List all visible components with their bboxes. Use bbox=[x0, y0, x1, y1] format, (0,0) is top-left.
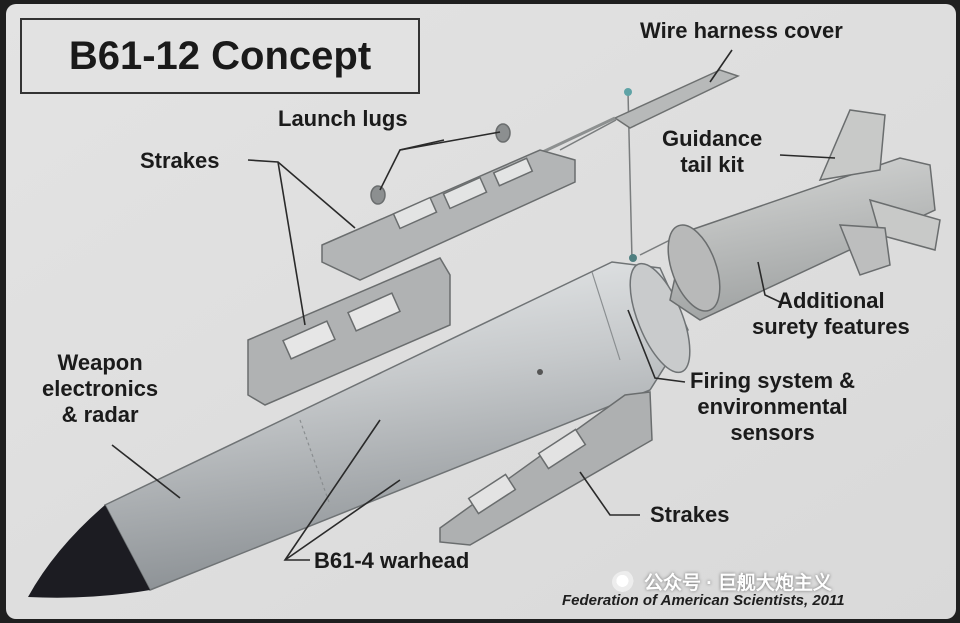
label-wire-harness-cover: Wire harness cover bbox=[640, 18, 843, 43]
wechat-icon bbox=[612, 570, 638, 593]
label-weapon-line-3: & radar bbox=[61, 402, 139, 427]
label-strakes-bottom: Strakes bbox=[650, 502, 730, 527]
label-firing-line-1: Firing system & bbox=[690, 368, 856, 393]
label-guidance-line-2: tail kit bbox=[680, 152, 744, 177]
source-credit: Federation of American Scientists, 2011 bbox=[562, 592, 845, 609]
label-weapon-line-1: Weapon bbox=[57, 350, 143, 375]
watermark-text: 公众号 · 巨舰大炮主义 bbox=[644, 573, 832, 594]
left-strake-part bbox=[247, 257, 451, 406]
label-guidance-line-1: Guidance bbox=[662, 126, 763, 151]
label-firing-line-3: sensors bbox=[730, 420, 815, 445]
title-box: B61-12 Concept bbox=[20, 18, 420, 94]
label-strakes-top: Strakes bbox=[140, 148, 220, 173]
axis-pin-top bbox=[624, 88, 632, 96]
label-firing-line-2: environmental bbox=[697, 394, 848, 419]
label-surety-line-1: Additional bbox=[777, 288, 885, 313]
guidance-tail-kit-part bbox=[667, 109, 941, 321]
label-launch-lugs: Launch lugs bbox=[278, 106, 408, 131]
label-warhead: B61-4 warhead bbox=[314, 548, 470, 573]
label-weapon-electronics: Weapon electronics & radar bbox=[42, 350, 158, 428]
warhead-body-part bbox=[103, 261, 691, 591]
label-additional-surety: Additional surety features bbox=[752, 288, 910, 340]
watermark: 公众号 · 巨舰大炮主义 bbox=[612, 568, 832, 595]
leader-lines bbox=[111, 49, 836, 561]
top-strake-assembly bbox=[321, 123, 576, 281]
label-firing-system: Firing system & environmental sensors bbox=[690, 368, 855, 446]
bottom-strake-part bbox=[439, 391, 653, 546]
nose-cone-part bbox=[28, 505, 150, 598]
label-weapon-line-2: electronics bbox=[42, 376, 159, 401]
wire-harness-cover-part bbox=[613, 69, 740, 129]
label-guidance-tail-kit: Guidance tail kit bbox=[662, 126, 762, 178]
axis-pin-mid bbox=[629, 254, 637, 262]
page-title: B61-12 Concept bbox=[68, 33, 372, 78]
label-surety-line-2: surety features bbox=[752, 314, 910, 339]
